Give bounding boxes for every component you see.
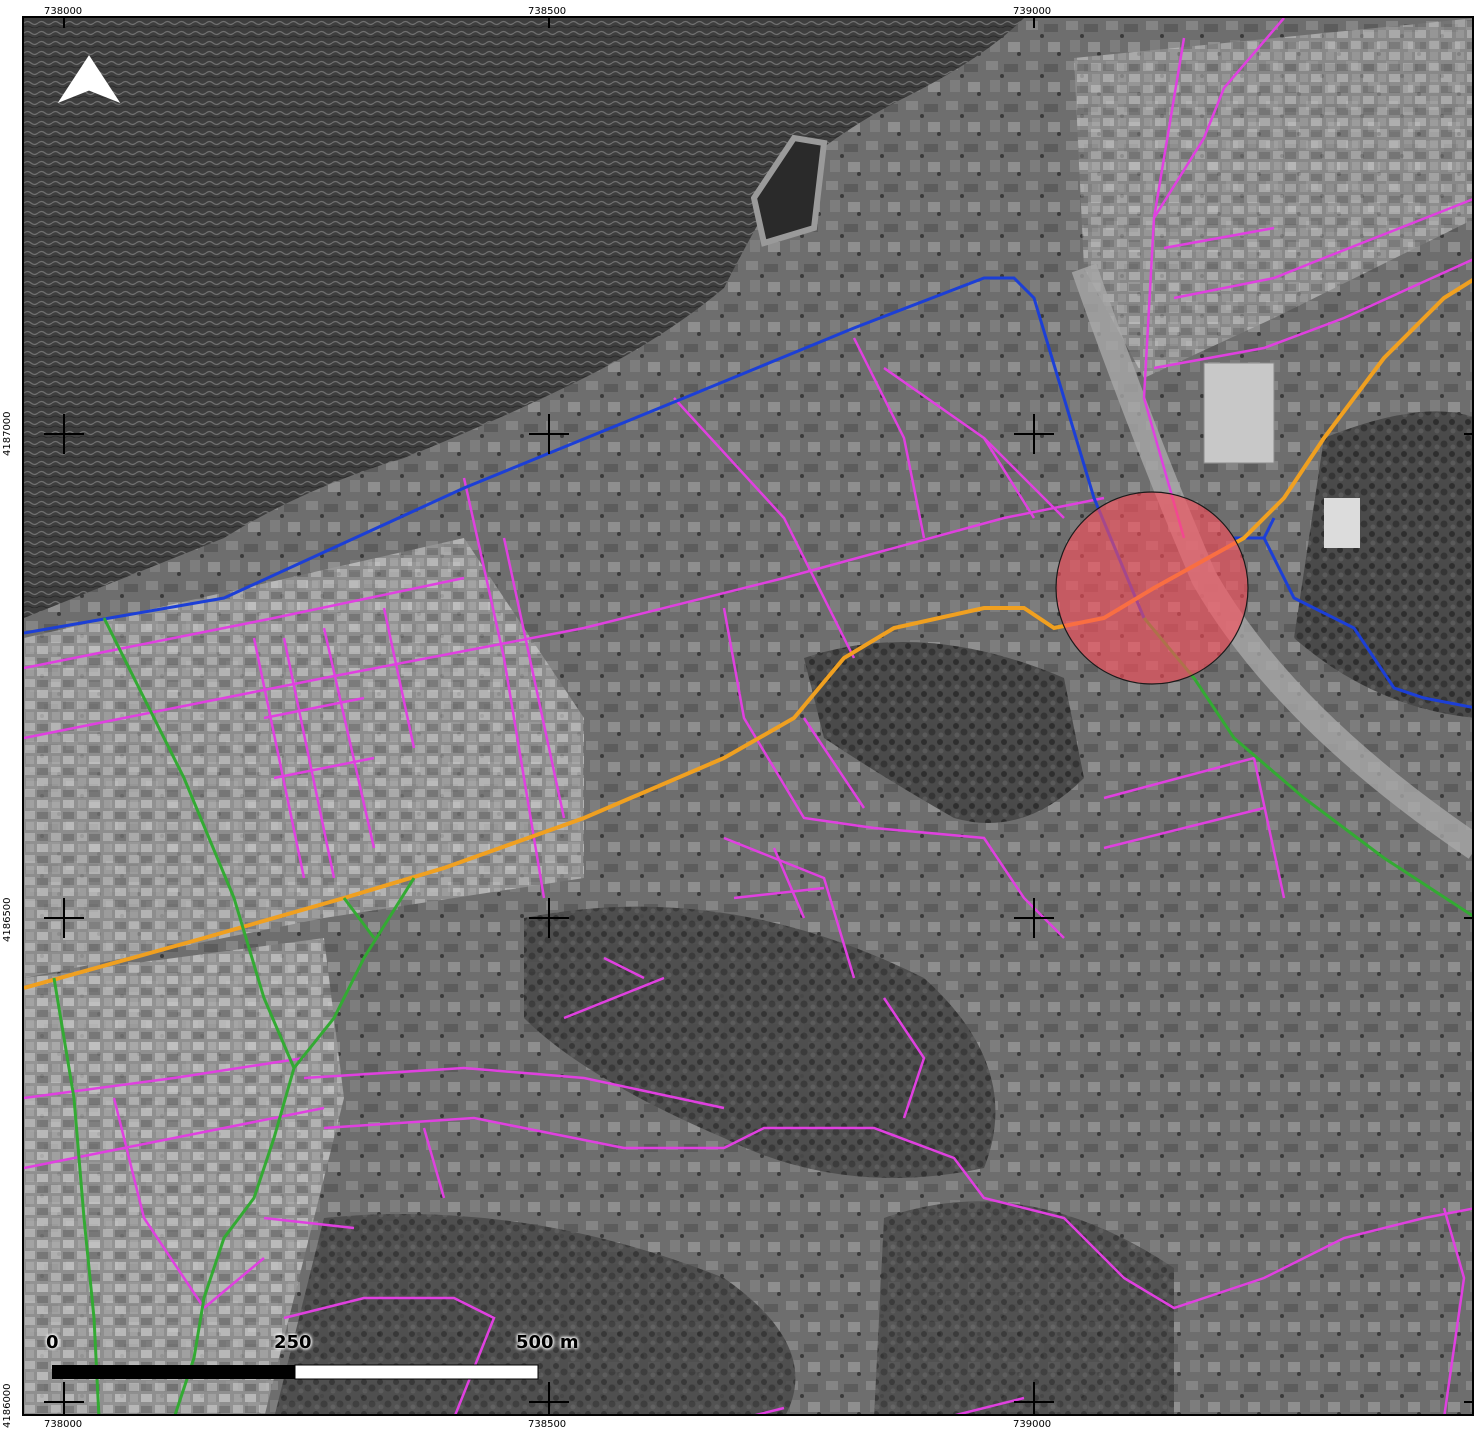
crosshair-icon: [529, 1382, 569, 1414]
road-green-link: [292, 877, 416, 1069]
forest-area: [1294, 411, 1472, 718]
crosshair-icon: [44, 414, 84, 454]
left-coord-label-1: 4187000: [2, 411, 13, 456]
north-arrow-icon: [57, 55, 121, 104]
forest-area: [524, 906, 996, 1178]
crosshair-icon: [529, 414, 569, 454]
scale-label-0: 0: [46, 1332, 59, 1353]
crosshair-icon: [1014, 414, 1054, 454]
crosshair-icon: [44, 898, 84, 938]
top-coord-label-1: 738000: [44, 6, 83, 17]
left-coord-label-3: 4186000: [2, 1383, 13, 1428]
bottom-coord-label-2: 738500: [528, 1419, 567, 1430]
crosshair-icon: [44, 1382, 84, 1414]
road-green-spur: [342, 897, 376, 939]
scale-label-250: 250: [274, 1332, 312, 1353]
top-coord-label-2: 738500: [528, 6, 567, 17]
grid-crosses: [44, 18, 1472, 1414]
building: [1324, 498, 1360, 548]
crosshair-icon: [1014, 898, 1054, 938]
map-canvas[interactable]: [24, 18, 1474, 1416]
regional-road-orange: [24, 278, 1472, 990]
forest-area: [275, 1214, 796, 1414]
crosshair-icon: [529, 898, 569, 938]
bottom-coord-label-1: 738000: [44, 1419, 83, 1430]
urban-area: [24, 938, 344, 1414]
highlight-circle[interactable]: [1055, 491, 1249, 685]
scale-label-500m: 500 m: [516, 1332, 579, 1353]
road-green-west: [102, 617, 296, 1414]
scale-bar-black-segment: [52, 1365, 295, 1379]
top-coord-label-3: 739000: [1013, 6, 1052, 17]
road-green-southwest: [52, 977, 101, 1414]
bottom-coord-label-3: 739000: [1013, 1419, 1052, 1430]
left-coord-label-2: 4186500: [2, 897, 13, 942]
main-road-blue-spur: [1262, 517, 1276, 539]
map-frame[interactable]: 0 250 500 m: [22, 16, 1474, 1416]
scale-bar: [52, 1364, 539, 1380]
harbor-pier: [750, 134, 828, 247]
forest-area: [804, 642, 1084, 823]
main-road-blue: [24, 276, 1146, 635]
scale-bar-white-segment: [294, 1364, 539, 1380]
large-building: [1203, 362, 1275, 464]
crosshair-icon: [1014, 1382, 1054, 1414]
local-roads: [24, 18, 1472, 1414]
